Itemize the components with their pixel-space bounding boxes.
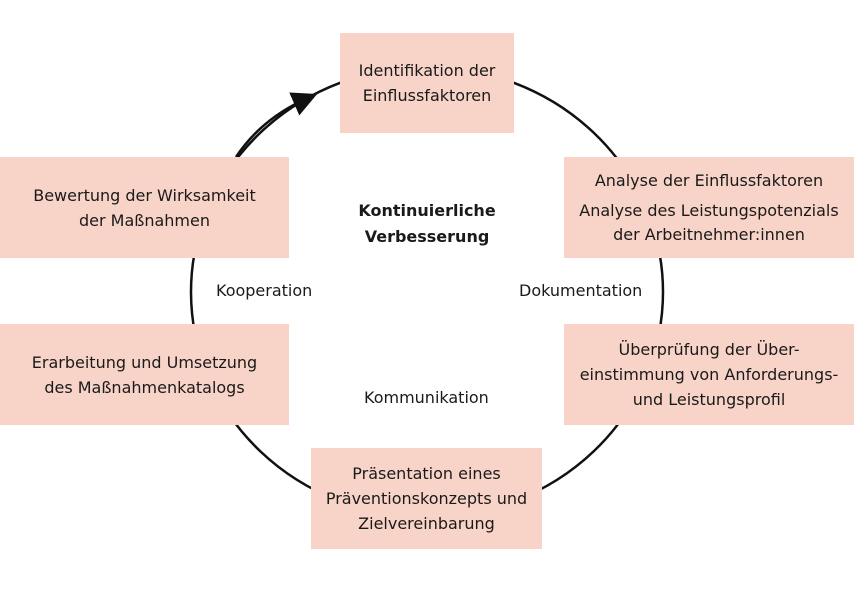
- step-text: einstimmung von Anforderungs-: [579, 365, 839, 384]
- step-text: Präsentation eines: [352, 464, 501, 483]
- step-text: Identifikation der: [358, 61, 496, 80]
- step-text: Analyse der Einflussfaktoren: [594, 170, 824, 190]
- label-kooperation: Kooperation: [216, 281, 313, 300]
- step-bewertung: Bewertung der Wirksamkeit der Maßnahmen: [0, 157, 289, 258]
- step-text: der Arbeitnehmer:innen: [613, 224, 805, 244]
- step-erarbeitung: Erarbeitung und Umsetzung des Maßnahmenk…: [0, 324, 289, 425]
- center-title-line: Verbesserung: [364, 227, 490, 246]
- step-text: Einflussfaktoren: [362, 86, 492, 105]
- step-text: und Leistungsprofil: [632, 390, 786, 409]
- step-praesentation: Präsentation eines Präventionskonzepts u…: [311, 448, 542, 549]
- step-text: der Maßnahmen: [78, 210, 210, 230]
- step-text: Präventionskonzepts und: [325, 489, 528, 508]
- step-text: Erarbeitung und Umsetzung: [31, 352, 258, 372]
- label-kommunikation: Kommunikation: [364, 388, 489, 407]
- center-title-line: Kontinuierliche: [358, 201, 496, 220]
- cycle-arrow: [234, 92, 318, 158]
- label-dokumentation: Dokumentation: [519, 281, 643, 300]
- step-text: Zielvereinbarung: [358, 514, 495, 533]
- step-identifikation: Identifikation der Einflussfaktoren: [340, 33, 514, 133]
- step-text: Bewertung der Wirksamkeit: [33, 185, 256, 205]
- step-analyse: Analyse der Einflussfaktoren Analyse des…: [564, 157, 854, 258]
- step-text: Analyse des Leistungspotenzials: [579, 200, 839, 220]
- step-text: des Maßnahmenkatalogs: [44, 377, 245, 397]
- step-ueberpruefung: Überprüfung der Über- einstimmung von An…: [564, 324, 854, 425]
- step-text: Überprüfung der Über-: [618, 340, 800, 359]
- center-title: Kontinuierliche Verbesserung: [347, 198, 507, 250]
